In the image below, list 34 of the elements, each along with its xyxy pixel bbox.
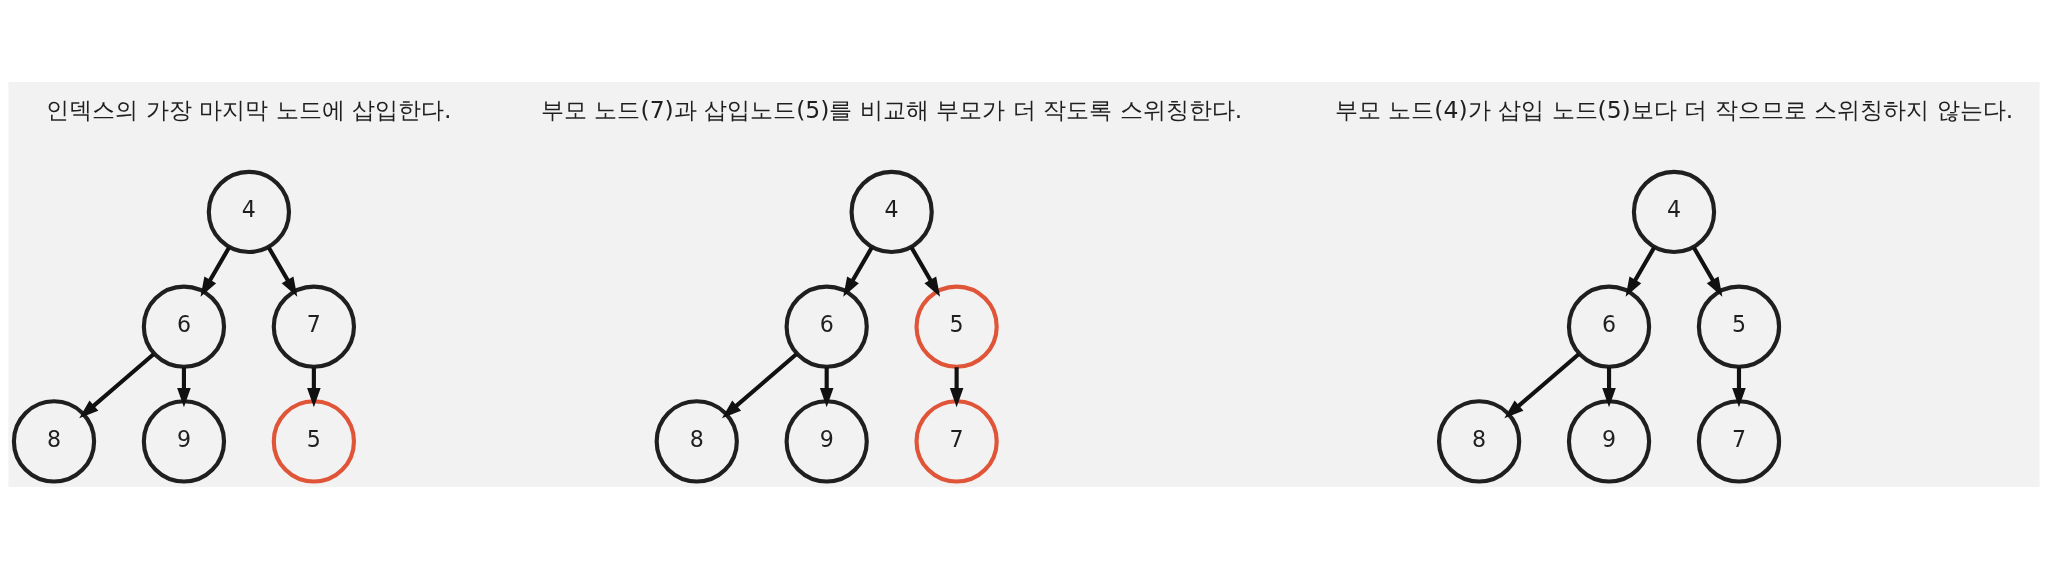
arrow — [177, 366, 191, 407]
arrow — [721, 351, 798, 418]
label: 인덱스의 가장 마지막 노드에 삽입한다. — [46, 95, 452, 124]
arrow — [1692, 245, 1723, 297]
arrow — [266, 245, 298, 297]
node-circle: 4 — [206, 169, 292, 254]
node-circle: 7 — [1696, 398, 1782, 484]
node-circle: 5 — [914, 284, 999, 369]
node-circle: 7 — [271, 284, 357, 369]
arrow — [79, 351, 156, 418]
node-circle: 9 — [141, 398, 227, 484]
arrow — [1504, 351, 1581, 418]
arrow — [307, 366, 321, 407]
node-circle: 9 — [1566, 398, 1652, 484]
node-circle: 4 — [849, 169, 934, 254]
label: 부모 노드(4)가 삽입 노드(5)보다 더 작으므로 스위칭하지 않는다. — [1334, 95, 2014, 124]
arrow — [200, 245, 231, 297]
node-circle: 6 — [1566, 284, 1652, 369]
arrow — [1602, 366, 1616, 407]
arrow — [1732, 366, 1746, 407]
arrow — [819, 366, 834, 407]
node-circle: 6 — [141, 284, 227, 369]
node-circle: 8 — [654, 398, 739, 484]
node-circle: 4 — [1631, 169, 1717, 254]
node-circle: 9 — [784, 398, 869, 484]
node-circle: 6 — [784, 284, 869, 369]
arrow — [909, 245, 941, 297]
arrow — [843, 245, 874, 297]
node-circle: 5 — [271, 398, 357, 484]
arrow — [949, 366, 964, 407]
arrow — [1625, 245, 1656, 297]
node-circle: 7 — [914, 398, 999, 484]
node-circle: 5 — [1696, 284, 1782, 369]
label: 부모 노드(7)과 삽입노드(5)를 비교해 부모가 더 작도록 스위칭한다. — [541, 95, 1243, 124]
